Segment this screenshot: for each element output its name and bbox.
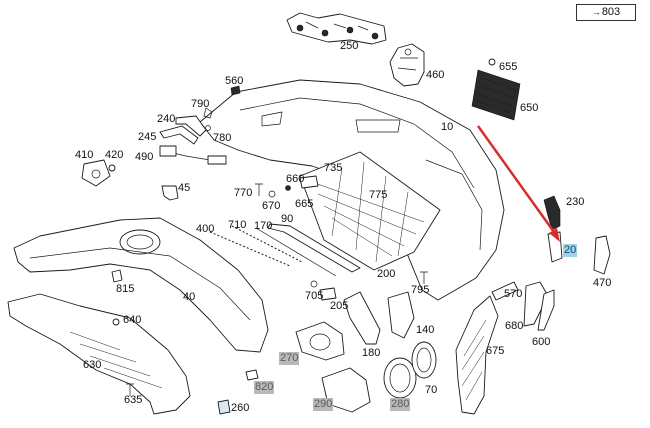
part-630-lower-panel[interactable] [7,293,191,415]
callout-775[interactable]: 775 [369,189,388,201]
part-790-screw[interactable] [203,107,213,119]
reference-link-803[interactable]: →803 [576,4,636,21]
callout-815[interactable]: 815 [116,283,135,295]
part-660-clip[interactable] [299,175,319,189]
part-640-nut[interactable] [112,318,120,326]
part-710-strip[interactable] [231,225,303,263]
callout-490[interactable]: 490 [135,151,154,163]
callout-675[interactable]: 675 [486,345,505,357]
part-205-clip[interactable] [319,287,337,301]
part-260-bracket[interactable] [217,399,231,415]
callout-560[interactable]: 560 [225,75,244,87]
part-280-ring[interactable] [383,357,417,399]
part-10-bumper-cover[interactable] [199,79,505,301]
callout-820[interactable]: 820 [254,381,275,394]
part-245-trim[interactable] [159,125,199,145]
callout-200[interactable]: 200 [377,268,396,280]
callout-140[interactable]: 140 [416,324,435,336]
part-705-nut[interactable] [310,280,318,288]
callout-10[interactable]: 10 [441,121,454,133]
part-665-nut[interactable] [285,185,291,191]
callout-240[interactable]: 240 [157,113,176,125]
part-230-bracket[interactable] [543,195,561,231]
callout-655[interactable]: 655 [499,61,518,73]
callout-735[interactable]: 735 [324,162,343,174]
part-40-diffuser[interactable] [13,217,269,353]
part-560-clip[interactable] [230,85,241,96]
part-600-trim[interactable] [537,289,555,331]
highlight-arrow [476,125,560,242]
part-180-trim[interactable] [343,291,381,345]
part-420-ring[interactable] [108,164,116,172]
callout-640[interactable]: 640 [123,314,142,326]
part-735-absorber[interactable] [299,151,441,271]
callout-260[interactable]: 260 [231,402,250,414]
callout-20[interactable]: 20 [563,244,578,257]
callout-230[interactable]: 230 [566,196,585,208]
part-140-bracket[interactable] [387,291,415,339]
callout-660[interactable]: 660 [286,173,305,185]
part-635-bolt[interactable] [126,383,134,396]
part-240-trim[interactable] [175,115,207,137]
part-470-bracket[interactable] [593,235,611,275]
part-780-nut[interactable] [205,125,211,131]
part-670-washer[interactable] [268,190,276,198]
part-250-bracket[interactable] [286,12,387,45]
part-770-bolt[interactable] [255,183,263,196]
callout-205[interactable]: 205 [330,300,349,312]
part-655-clip[interactable] [488,58,496,66]
callout-40[interactable]: 40 [183,291,196,303]
part-70-ring[interactable] [411,341,437,379]
callout-400[interactable]: 400 [196,223,215,235]
part-820-clip[interactable] [245,369,259,381]
callout-470[interactable]: 470 [593,277,612,289]
part-90-trim-strip[interactable] [267,223,361,273]
callout-245[interactable]: 245 [138,131,157,143]
callout-250[interactable]: 250 [340,40,359,52]
callout-170[interactable]: 170 [254,220,273,232]
callout-705[interactable]: 705 [305,290,324,302]
callout-710[interactable]: 710 [228,219,247,231]
part-795-bolt[interactable] [420,271,428,284]
callout-410[interactable]: 410 [75,149,94,161]
part-650-grille[interactable] [471,69,521,121]
arrow-right-icon: → [591,7,601,17]
part-570-reflector[interactable] [491,281,519,301]
callout-670[interactable]: 670 [262,200,281,212]
callout-795[interactable]: 795 [411,284,430,296]
callout-680[interactable]: 680 [505,320,524,332]
callout-600[interactable]: 600 [532,336,551,348]
callout-665[interactable]: 665 [295,198,314,210]
part-400-strip[interactable] [209,231,291,267]
callout-90[interactable]: 90 [281,213,294,225]
callout-460[interactable]: 460 [426,69,445,81]
callout-70[interactable]: 70 [425,384,438,396]
callout-780[interactable]: 780 [213,132,232,144]
part-270-housing[interactable] [295,321,345,361]
callout-270[interactable]: 270 [279,352,300,365]
callout-180[interactable]: 180 [362,347,381,359]
callout-290[interactable]: 290 [313,398,334,411]
callout-630[interactable]: 630 [83,359,102,371]
callout-570[interactable]: 570 [504,288,523,300]
part-490-harness[interactable] [159,145,227,165]
callout-650[interactable]: 650 [520,102,539,114]
callout-790[interactable]: 790 [191,98,210,110]
part-170-strip[interactable] [255,227,337,277]
callout-280[interactable]: 280 [390,398,411,411]
part-410-sensor[interactable] [81,159,111,187]
callout-420[interactable]: 420 [105,149,124,161]
part-460-bracket[interactable] [389,43,425,87]
callout-635[interactable]: 635 [124,394,143,406]
reference-label: 803 [601,6,621,18]
part-675-side-bracket[interactable] [455,295,499,415]
part-45-bracket[interactable] [161,185,179,201]
part-815-clip[interactable] [111,269,123,283]
callout-45[interactable]: 45 [178,182,191,194]
callout-770[interactable]: 770 [234,187,253,199]
